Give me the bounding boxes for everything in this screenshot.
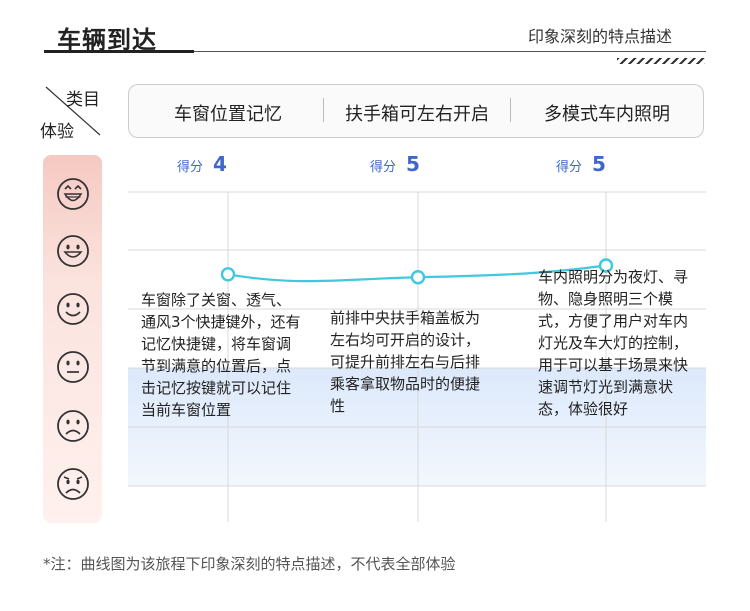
curve-point	[598, 258, 614, 273]
score-block: 得分 4	[177, 152, 227, 176]
score-label: 得分	[556, 160, 583, 175]
score-block: 得分 5	[556, 152, 606, 176]
score-label: 得分	[370, 160, 397, 175]
sad-face-icon	[57, 410, 89, 442]
category-separator	[323, 98, 324, 122]
experience-curve-grid	[128, 191, 706, 522]
category-label: 多模式车内照明	[544, 104, 670, 125]
page-title: 车辆到达	[57, 26, 157, 54]
category-separator	[510, 98, 511, 122]
neutral-face-icon	[57, 351, 89, 383]
corner-diagonal	[45, 86, 101, 136]
score-value: 5	[592, 152, 606, 176]
category-description: 车窗除了关窗、透气、通风3个快捷键外，还有记忆快捷键，将车窗调节到满意的位置后，…	[141, 291, 301, 419]
category-label: 车窗位置记忆	[174, 104, 282, 125]
very-happy-face-icon	[57, 178, 89, 210]
score-label: 得分	[177, 160, 204, 175]
smile-face-icon	[57, 293, 89, 325]
decorative-stripes	[617, 58, 705, 64]
category-label: 扶手箱可左右开启	[345, 104, 489, 125]
footnote: *注：曲线图为该旅程下印象深刻的特点描述，不代表全部体验	[43, 555, 456, 573]
experience-scale-column	[43, 155, 102, 523]
header-divider	[44, 51, 706, 52]
category-description: 前排中央扶手箱盖板为左右均可开启的设计，可提升前排左右与后排乘客拿取物品时的便捷…	[330, 309, 481, 415]
curve-point	[410, 270, 426, 285]
happy-face-icon	[57, 235, 89, 267]
category-header-box	[128, 84, 704, 138]
category-description: 车内照明分为夜灯、寻物、隐身照明三个模式，方便了用户对车内灯光及车大灯的控制，用…	[538, 268, 689, 418]
curve-point	[220, 267, 236, 282]
page-subtitle: 印象深刻的特点描述	[528, 27, 673, 46]
title-underline	[44, 50, 194, 53]
score-block: 得分 5	[370, 152, 420, 176]
score-value: 5	[406, 152, 420, 176]
score-value: 4	[213, 152, 227, 176]
category-axis-label: 类目	[66, 90, 100, 110]
very-sad-face-icon	[57, 468, 89, 500]
experience-axis-label: 体验	[40, 122, 74, 142]
